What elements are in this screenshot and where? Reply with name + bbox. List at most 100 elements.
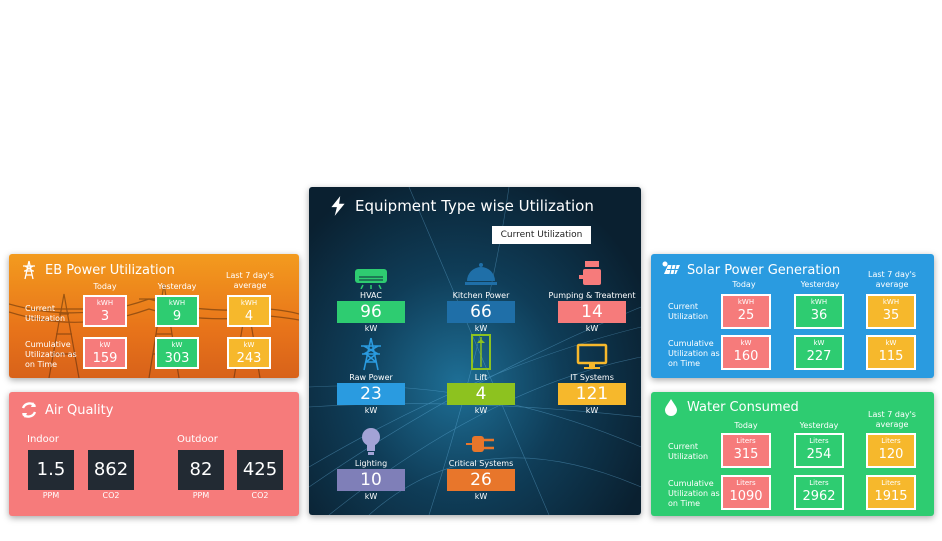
- outdoor-co2-value: 425: [237, 450, 283, 490]
- equipment-value: 121: [558, 383, 626, 405]
- equipment-item-pumping-treatment: Pumping & Treatment 14 kW: [547, 255, 637, 335]
- equipment-value: 26: [447, 469, 515, 491]
- equipment-unit: kW: [364, 406, 378, 415]
- water-drop-icon: [665, 399, 677, 416]
- water-col-today: Today: [734, 421, 758, 430]
- equipment-item-it-systems: IT Systems 121 kW: [547, 337, 637, 417]
- air-quality-title: Air Quality: [19, 400, 113, 420]
- air-quality-panel: Air Quality Indoor Outdoor 1.5 862 82 42…: [9, 392, 299, 516]
- equipment-unit: kW: [474, 406, 488, 415]
- eb-power-title-text: EB Power Utilization: [45, 262, 175, 278]
- water-panel: Water Consumed Today Yesterday Last 7 da…: [651, 392, 934, 516]
- indoor-ppm-value: 1.5: [28, 450, 74, 490]
- tower-icon: [23, 260, 35, 280]
- tower-icon: [361, 337, 381, 371]
- eb-col-today: Today: [93, 282, 117, 291]
- solar-panel: Solar Power Generation Today Yesterday L…: [651, 254, 934, 378]
- solar-title: Solar Power Generation: [661, 260, 840, 280]
- equipment-unit: kW: [364, 324, 378, 333]
- outdoor-ppm-unit: PPM: [192, 491, 210, 500]
- outdoor-ppm-value: 82: [178, 450, 224, 490]
- solar-title-text: Solar Power Generation: [687, 262, 841, 278]
- indoor-ppm-unit: PPM: [42, 491, 60, 500]
- kitchen-icon: [465, 263, 497, 285]
- equipment-item-lift: Lift 4 kW: [436, 334, 526, 417]
- solar-panel-icon: [662, 261, 680, 275]
- equipment-item-lighting: Lighting 10 kW: [326, 423, 416, 503]
- pump-icon: [579, 261, 601, 285]
- eb-power-title: EB Power Utilization: [19, 260, 175, 280]
- solar-col-avg: Last 7 day's average: [868, 270, 916, 289]
- lift-icon: [471, 334, 491, 370]
- water-col-avg: Last 7 day's average: [868, 410, 916, 429]
- equipment-name: Lift: [474, 373, 488, 382]
- equipment-name: Raw Power: [349, 373, 393, 382]
- equipment-value: 14: [558, 301, 626, 323]
- outdoor-label: Outdoor: [177, 434, 218, 445]
- equipment-name: IT Systems: [570, 373, 614, 382]
- equipment-unit: kW: [474, 492, 488, 501]
- equipment-unit: kW: [474, 324, 488, 333]
- hvac-icon: [355, 269, 387, 289]
- equipment-value: 10: [337, 469, 405, 491]
- equipment-name: HVAC: [360, 291, 382, 300]
- equipment-name: Critical Systems: [448, 459, 514, 468]
- bolt-icon: [331, 196, 345, 216]
- equipment-title: Equipment Type wise Utilization: [327, 195, 594, 217]
- outdoor-co2-unit: CO2: [251, 491, 269, 500]
- water-col-yesterday: Yesterday: [799, 421, 839, 430]
- water-row-cumulative: Cumulative Utilization as on Time: [668, 479, 720, 508]
- current-utilization-badge: Current Utilization: [492, 226, 591, 244]
- equipment-unit: kW: [364, 492, 378, 501]
- monitor-icon: [576, 343, 608, 369]
- solar-col-today: Today: [732, 280, 756, 289]
- equipment-panel: Equipment Type wise Utilization Current …: [309, 187, 641, 515]
- equipment-title-text: Equipment Type wise Utilization: [355, 197, 594, 215]
- equipment-value: 23: [337, 383, 405, 405]
- equipment-name: Pumping & Treatment: [548, 291, 636, 300]
- water-title: Water Consumed: [661, 397, 799, 417]
- air-quality-title-text: Air Quality: [45, 402, 114, 418]
- recycle-icon: [21, 402, 37, 418]
- eb-col-yesterday: Yesterday: [157, 282, 197, 291]
- equipment-unit: kW: [585, 324, 599, 333]
- equipment-name: Kitchen Power: [452, 291, 510, 300]
- equipment-value: 66: [447, 301, 515, 323]
- equipment-item-hvac: HVAC 96 kW: [326, 255, 416, 335]
- indoor-label: Indoor: [27, 434, 59, 445]
- equipment-value: 4: [447, 383, 515, 405]
- indoor-co2-unit: CO2: [102, 491, 120, 500]
- plug-icon: [466, 436, 494, 452]
- equipment-name: Lighting: [354, 459, 388, 468]
- equipment-item-critical-systems: Critical Systems 26 kW: [436, 423, 526, 503]
- eb-row-current: Current Utilization: [25, 304, 66, 323]
- indoor-co2-value: 862: [88, 450, 134, 490]
- solar-row-cumulative: Cumulative Utilization as on Time: [668, 339, 720, 368]
- equipment-item-raw-power: Raw Power 23 kW: [326, 337, 416, 417]
- eb-row-cumulative: Cumulative Utilization as on Time: [25, 340, 77, 369]
- equipment-unit: kW: [585, 406, 599, 415]
- solar-row-current: Current Utilization: [668, 302, 709, 321]
- eb-col-avg: Last 7 day's average: [226, 271, 274, 290]
- bulb-icon: [362, 428, 380, 455]
- equipment-value: 96: [337, 301, 405, 323]
- eb-power-panel: EB Power Utilization Today Yesterday Las…: [9, 254, 299, 378]
- solar-col-yesterday: Yesterday: [800, 280, 840, 289]
- water-title-text: Water Consumed: [687, 399, 799, 415]
